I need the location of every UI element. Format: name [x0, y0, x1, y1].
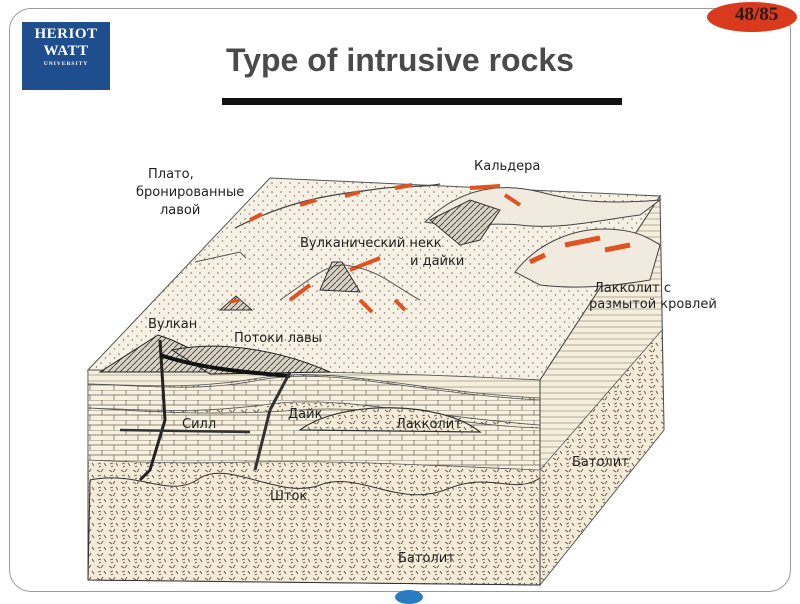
- label-batholith-right: Батолит: [572, 455, 629, 470]
- label-caldera: Кальдера: [474, 159, 540, 174]
- label-laccolith: Лакколит: [396, 417, 462, 432]
- footer-dot: [395, 590, 423, 604]
- label-plateau-1: Плато,: [148, 167, 194, 182]
- small-cone-lava: [230, 300, 240, 302]
- label-plateau-2: бронированные: [136, 185, 244, 200]
- label-stock: Шток: [270, 489, 307, 504]
- label-plateau-3: лавой: [160, 203, 200, 218]
- label-laccolith-eroded-1: Лакколит с: [594, 281, 671, 296]
- label-laccolith-eroded-2: размытой кровлей: [589, 297, 717, 312]
- batholith-bottom: [88, 473, 540, 585]
- label-lava-flows: Потоки лавы: [234, 331, 322, 346]
- label-volcano: Вулкан: [148, 317, 197, 332]
- label-batholith-bottom: Батолит: [398, 551, 455, 566]
- label-sill: Силл: [182, 417, 216, 432]
- label-neck-2: и дайки: [410, 254, 464, 269]
- label-dike: Дайк: [288, 407, 323, 422]
- label-neck-1: Вулканический некк: [300, 236, 442, 251]
